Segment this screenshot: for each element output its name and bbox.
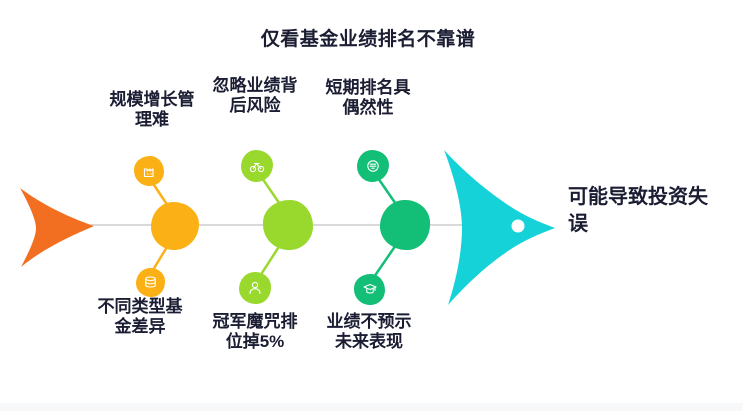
branch-1-top-label: 规模增长管 理难 xyxy=(109,90,195,130)
person-icon xyxy=(249,281,261,295)
branch-1-top-node xyxy=(134,156,164,186)
branch-2-top-label: 忽略业绩背 后风险 xyxy=(212,76,298,116)
badge-icon xyxy=(367,160,379,172)
branch-1-bottom-node xyxy=(136,268,165,297)
footer-strip xyxy=(0,403,743,411)
branch-2-bottom-node xyxy=(239,272,271,304)
branch-1-bottom-label: 不同类型基 金差异 xyxy=(97,297,183,337)
branch-3-top-node xyxy=(357,150,389,182)
coins-icon xyxy=(145,276,156,288)
factory-icon xyxy=(143,167,154,177)
branch-3-bottom-connector xyxy=(372,241,400,278)
fish-tail xyxy=(20,188,94,267)
fish-head xyxy=(444,150,555,305)
graduate-icon xyxy=(362,283,377,293)
bicycle-icon xyxy=(249,162,265,173)
branch-3-main-node xyxy=(380,200,430,250)
fishbone-spine xyxy=(90,224,545,226)
effect-label: 可能导致投资失 误 xyxy=(568,186,708,235)
branch-1-main-node xyxy=(151,202,199,250)
diagram-title: 仅看基金业绩排名不靠谱 xyxy=(260,29,476,50)
branch-2-top-node xyxy=(241,150,273,182)
branch-2-bottom-label: 冠军魔咒排 位掉5% xyxy=(212,312,298,352)
fish-eye xyxy=(511,219,525,233)
branch-3-top-label: 短期排名具 偶然性 xyxy=(325,78,411,118)
branch-3-bottom-node xyxy=(354,274,385,305)
branch-2-main-node xyxy=(263,200,313,250)
branch-3-bottom-label: 业绩不预示 未来表现 xyxy=(326,312,412,352)
